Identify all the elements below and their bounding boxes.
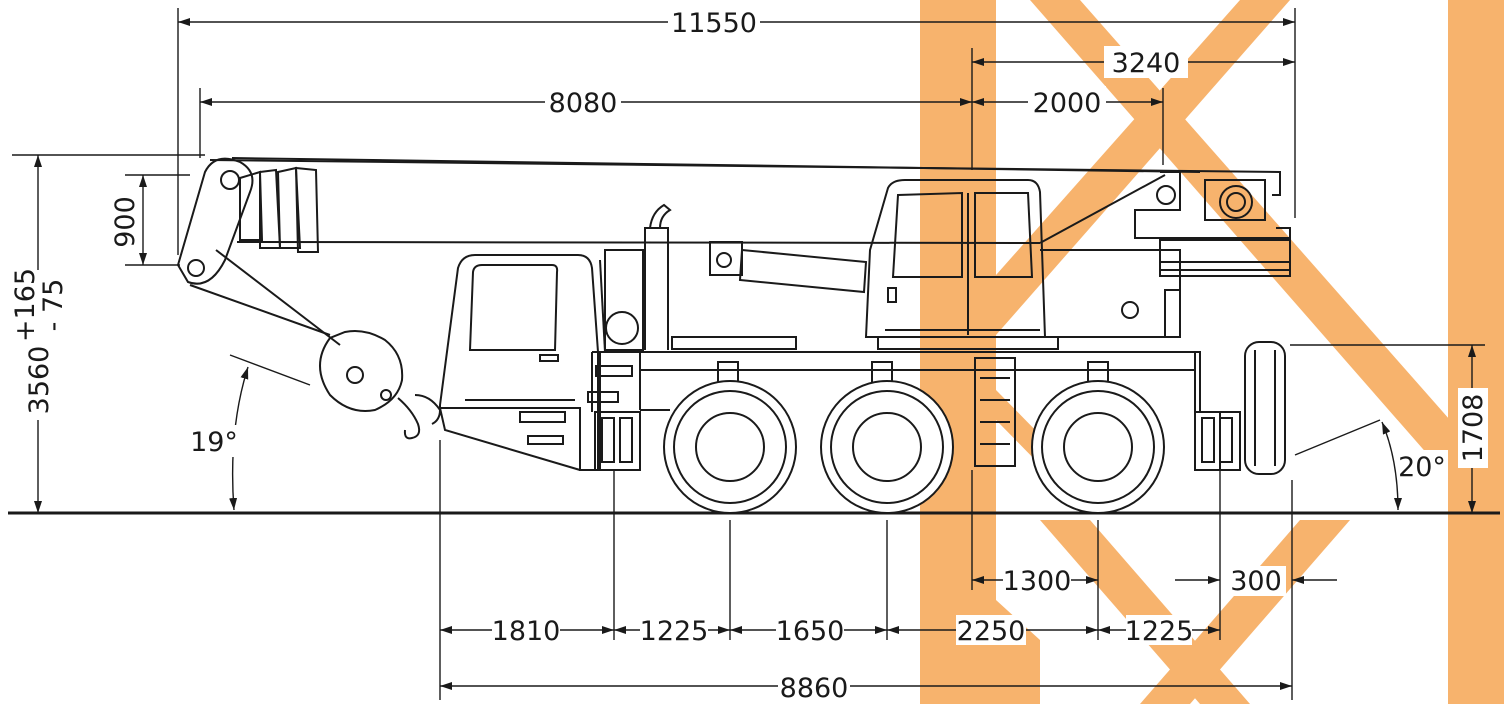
dim-cab-to-counterweight: 2000	[1033, 88, 1102, 119]
dim-overall-length: 11550	[671, 8, 757, 39]
carrier-cab	[439, 254, 599, 471]
watermark-diagonal-d	[1040, 520, 1250, 704]
watermark-band-right	[1448, 0, 1504, 704]
dim-departure-angle: 20°	[1398, 452, 1446, 483]
dim-front-overhang: 1810	[492, 616, 561, 647]
watermark-diagonal-e	[1140, 520, 1350, 704]
wheel-3	[1031, 380, 1165, 514]
dim-height-tol-plus: +165	[10, 268, 41, 342]
operator-cab	[864, 179, 1047, 338]
crane-outline	[176, 157, 1291, 514]
dim-boom-to-cab: 8080	[549, 88, 618, 119]
dim-boom-head-height: 900	[110, 196, 141, 248]
dim-axle-4-5: 1225	[1125, 616, 1194, 647]
dim-carrier-length: 8860	[780, 673, 849, 704]
wheel-2	[820, 380, 954, 514]
dim-height: 3560	[24, 346, 55, 415]
dimension-labels: 11550 3240 8080 2000 3560 +165 - 75 900 …	[10, 6, 1489, 704]
watermark-diagonal-b	[996, 0, 1290, 335]
dim-axle-2-3: 1650	[776, 616, 845, 647]
ladder	[974, 357, 1016, 467]
dimension-lines	[12, 8, 1485, 700]
wheel-1	[663, 380, 797, 514]
dim-rear-height: 1708	[1458, 394, 1489, 463]
dim-approach-angle: 19°	[190, 427, 238, 458]
dim-rear-overhang: 300	[1230, 566, 1282, 597]
dim-axle-offset: 1300	[1003, 566, 1072, 597]
dim-axle-3-4: 2250	[957, 616, 1026, 647]
dim-height-tol-minus: - 75	[38, 279, 69, 332]
dim-axle-1-2: 1225	[640, 616, 709, 647]
dim-rear-overhang-top: 3240	[1112, 48, 1181, 79]
